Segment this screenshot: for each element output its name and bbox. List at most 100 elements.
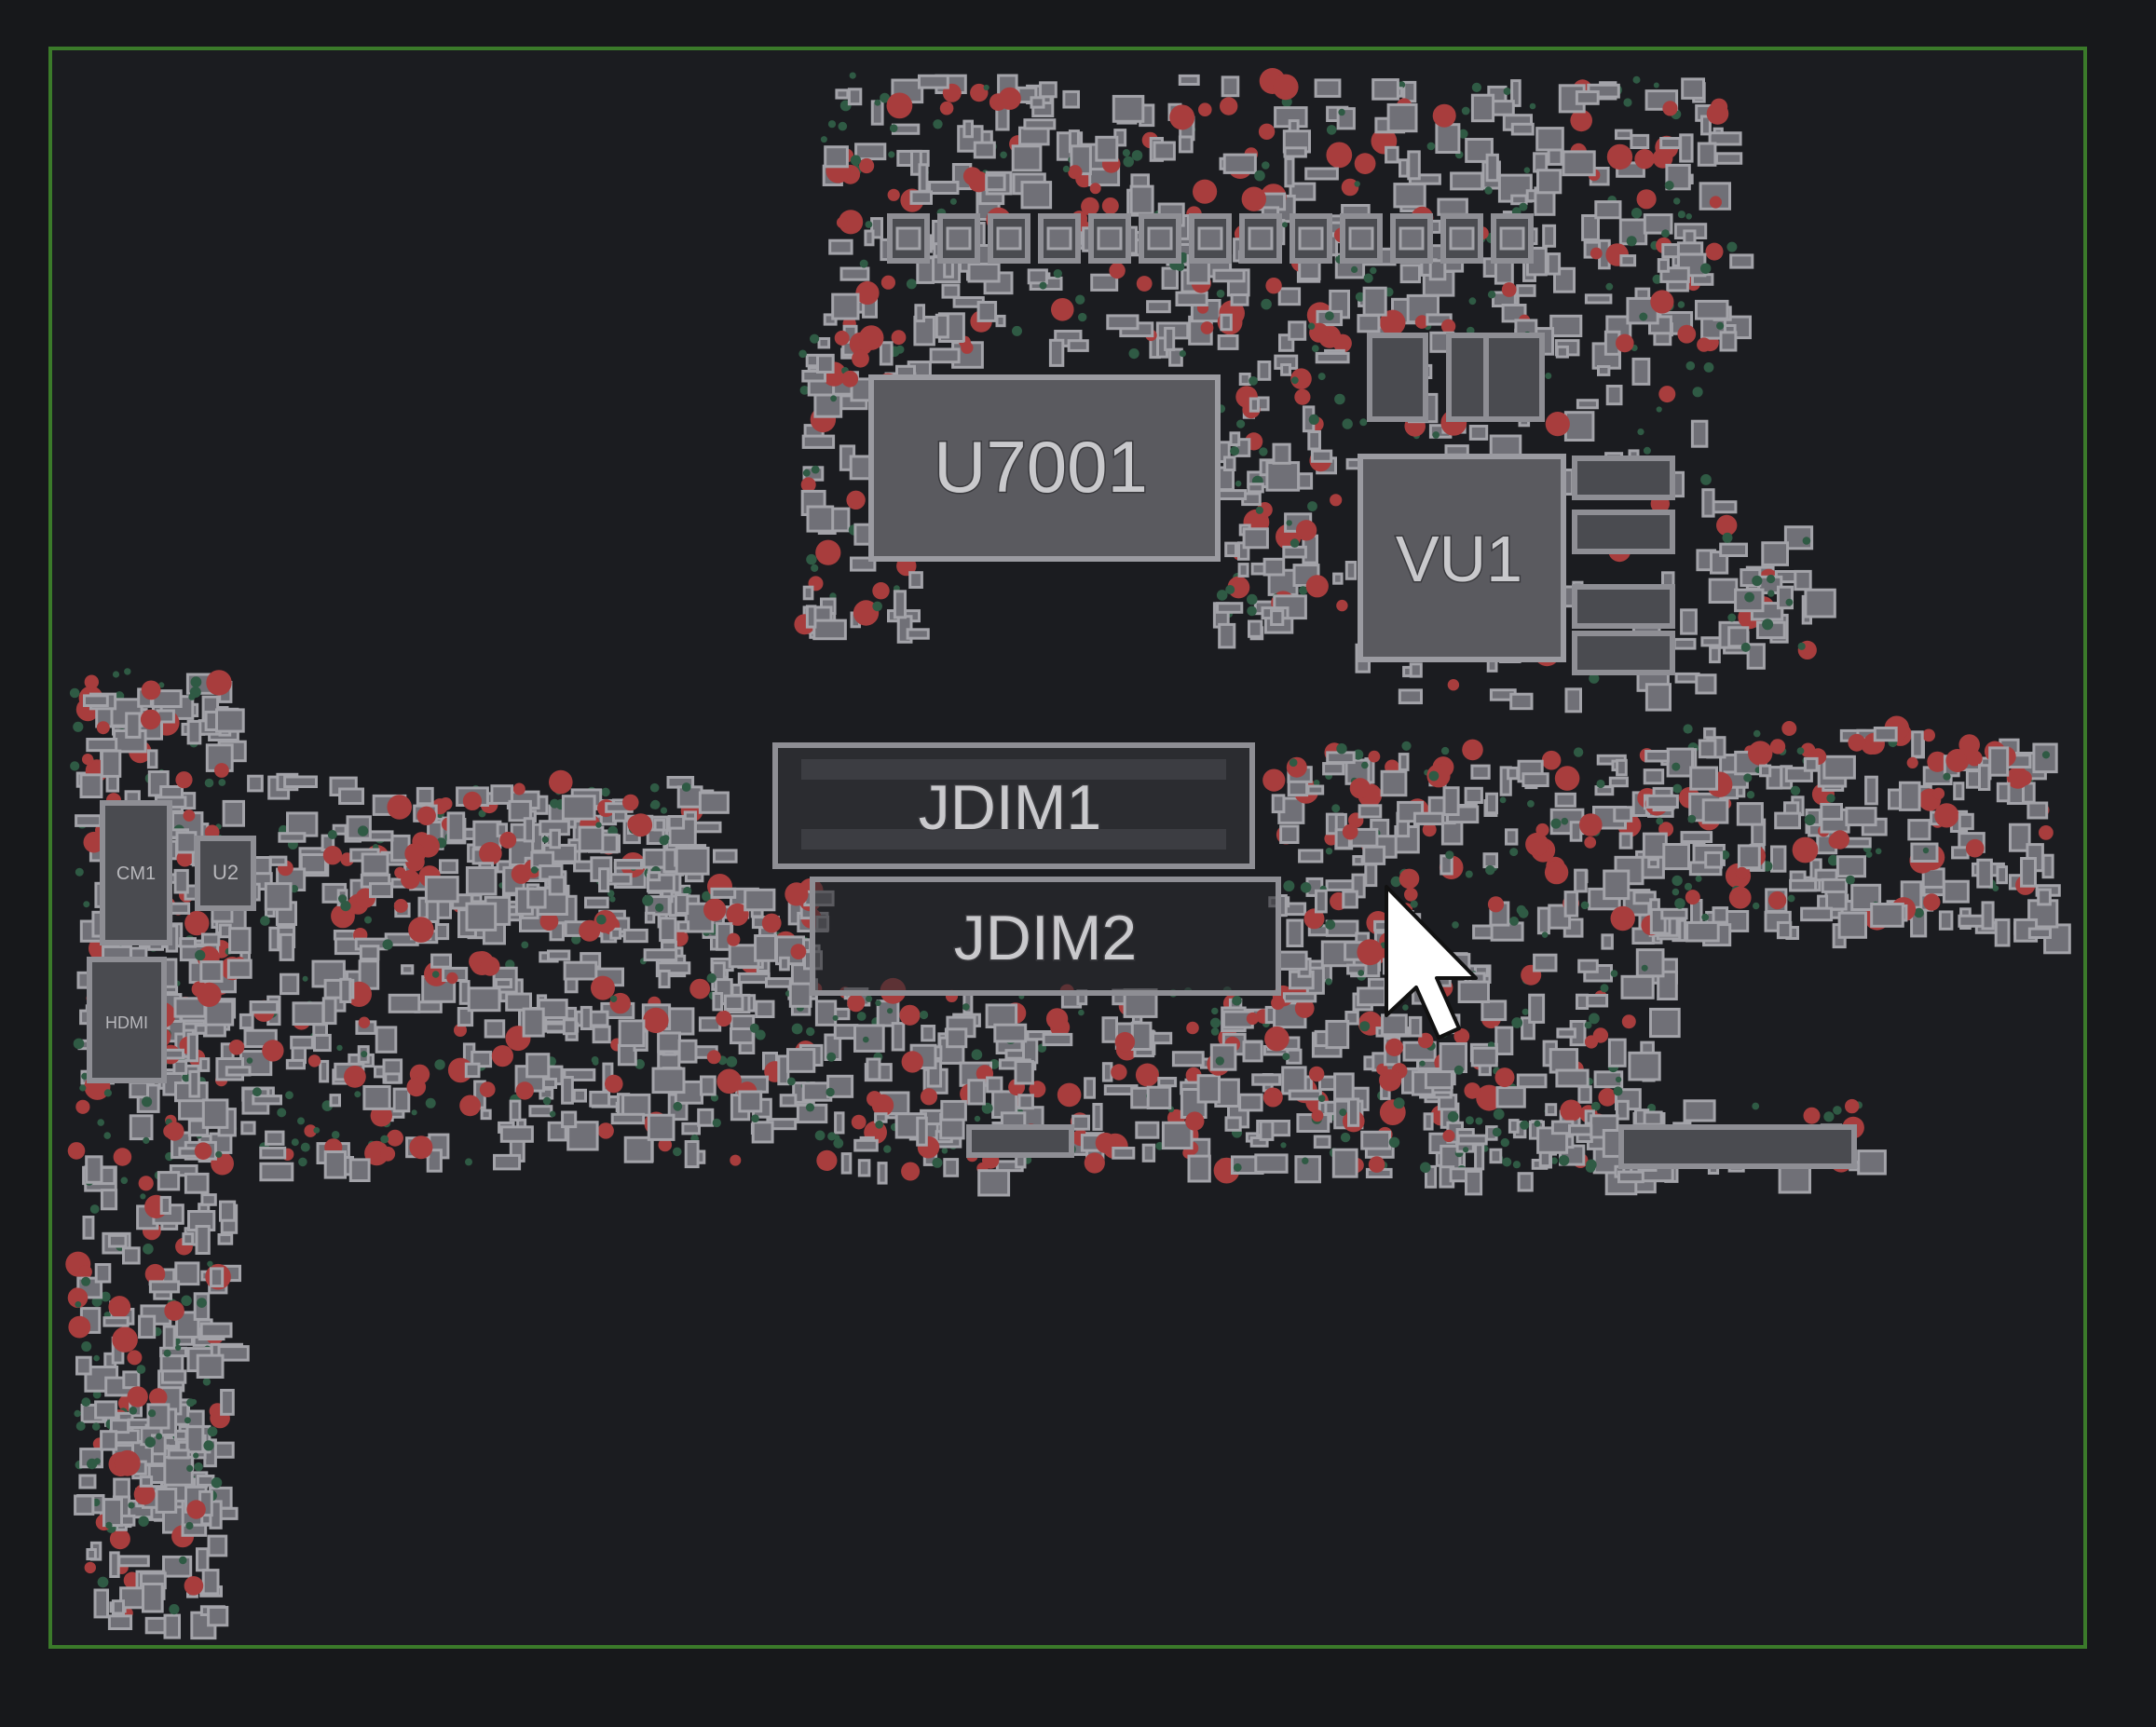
- test-point[interactable]: [1494, 1067, 1515, 1088]
- test-point[interactable]: [1781, 721, 1797, 736]
- test-point[interactable]: [499, 831, 517, 849]
- test-point[interactable]: [1541, 750, 1562, 770]
- test-point[interactable]: [1845, 1098, 1860, 1114]
- test-point[interactable]: [140, 709, 161, 730]
- test-point[interactable]: [479, 841, 502, 865]
- test-point[interactable]: [1735, 866, 1749, 880]
- test-point[interactable]: [206, 670, 232, 696]
- test-point[interactable]: [1923, 893, 1941, 911]
- test-point[interactable]: [1084, 1152, 1105, 1174]
- test-point[interactable]: [816, 1149, 838, 1171]
- test-point[interactable]: [109, 1529, 130, 1550]
- test-point[interactable]: [901, 1051, 923, 1073]
- jdim1-slot[interactable]: JDIM1: [772, 742, 1255, 869]
- hdmi-component[interactable]: HDMI: [87, 957, 167, 1083]
- test-point[interactable]: [658, 1137, 673, 1152]
- test-point[interactable]: [262, 1040, 284, 1062]
- test-point[interactable]: [1111, 1064, 1127, 1081]
- test-point[interactable]: [380, 1146, 396, 1162]
- test-point[interactable]: [186, 1500, 206, 1519]
- test-point[interactable]: [1051, 298, 1074, 321]
- test-point[interactable]: [1958, 734, 1980, 755]
- test-point[interactable]: [1290, 368, 1312, 390]
- test-point[interactable]: [1767, 891, 1787, 910]
- test-point[interactable]: [970, 83, 989, 102]
- test-point[interactable]: [1114, 1031, 1136, 1053]
- test-point[interactable]: [730, 1154, 742, 1166]
- test-point[interactable]: [1828, 833, 1845, 849]
- test-point[interactable]: [643, 1007, 669, 1034]
- test-point[interactable]: [416, 806, 436, 825]
- test-point[interactable]: [891, 330, 907, 346]
- jdim2-slot[interactable]: JDIM2: [810, 877, 1281, 996]
- test-point[interactable]: [1662, 101, 1678, 116]
- test-point[interactable]: [113, 1148, 132, 1166]
- test-point[interactable]: [1136, 276, 1153, 292]
- test-point[interactable]: [1748, 741, 1773, 766]
- test-point[interactable]: [1584, 836, 1597, 849]
- test-point[interactable]: [1368, 1156, 1385, 1173]
- test-point[interactable]: [579, 919, 601, 942]
- test-point[interactable]: [1414, 315, 1429, 329]
- test-point[interactable]: [67, 1142, 86, 1160]
- test-point[interactable]: [1330, 494, 1343, 507]
- test-point[interactable]: [1606, 143, 1633, 170]
- test-point[interactable]: [84, 674, 100, 689]
- test-point[interactable]: [1447, 679, 1460, 691]
- test-point[interactable]: [1570, 109, 1592, 132]
- test-point[interactable]: [1045, 1008, 1069, 1030]
- test-point[interactable]: [393, 899, 408, 913]
- test-point[interactable]: [1305, 575, 1329, 598]
- test-point[interactable]: [1677, 324, 1697, 344]
- test-point[interactable]: [1579, 813, 1603, 836]
- test-point[interactable]: [800, 477, 816, 493]
- test-point[interactable]: [1294, 999, 1315, 1018]
- test-point[interactable]: [1265, 278, 1282, 294]
- test-point[interactable]: [96, 721, 110, 735]
- test-point[interactable]: [1621, 1014, 1636, 1029]
- test-point[interactable]: [703, 898, 727, 921]
- test-point[interactable]: [344, 1066, 366, 1088]
- test-point[interactable]: [1716, 514, 1738, 537]
- test-point[interactable]: [144, 1263, 166, 1285]
- test-point[interactable]: [841, 370, 859, 388]
- test-point[interactable]: [887, 188, 900, 201]
- test-point[interactable]: [1685, 890, 1700, 905]
- test-point[interactable]: [1271, 996, 1285, 1011]
- test-point[interactable]: [716, 1068, 742, 1095]
- test-point[interactable]: [78, 1265, 92, 1279]
- test-point[interactable]: [1560, 1099, 1582, 1122]
- test-point[interactable]: [1286, 756, 1307, 778]
- test-point[interactable]: [1303, 908, 1325, 930]
- test-point[interactable]: [706, 1050, 721, 1065]
- test-point[interactable]: [1246, 1012, 1259, 1026]
- u7001-package[interactable]: U7001: [868, 374, 1221, 562]
- test-point[interactable]: [2016, 770, 2032, 786]
- test-point[interactable]: [1336, 599, 1348, 612]
- test-point[interactable]: [1636, 189, 1657, 210]
- test-point[interactable]: [1349, 778, 1371, 799]
- test-point[interactable]: [899, 1004, 921, 1026]
- test-point[interactable]: [127, 1350, 143, 1366]
- test-point[interactable]: [726, 903, 749, 926]
- test-point[interactable]: [112, 1326, 138, 1353]
- test-point[interactable]: [1945, 749, 1970, 772]
- test-point[interactable]: [1295, 520, 1317, 541]
- test-point[interactable]: [1658, 386, 1676, 403]
- test-point[interactable]: [761, 913, 782, 933]
- cm1-component[interactable]: CM1: [100, 800, 172, 945]
- test-point[interactable]: [1200, 321, 1214, 334]
- test-point[interactable]: [1294, 388, 1311, 405]
- test-point[interactable]: [622, 794, 639, 811]
- test-point[interactable]: [1311, 1109, 1324, 1122]
- test-point[interactable]: [1057, 1082, 1082, 1108]
- test-point[interactable]: [998, 87, 1021, 110]
- vu1-package[interactable]: VU1: [1358, 454, 1566, 662]
- test-point[interactable]: [1462, 739, 1483, 761]
- test-point[interactable]: [1422, 823, 1437, 837]
- test-point[interactable]: [409, 1135, 433, 1160]
- test-point[interactable]: [322, 846, 343, 865]
- test-point[interactable]: [1399, 868, 1420, 890]
- test-point[interactable]: [1185, 1111, 1205, 1131]
